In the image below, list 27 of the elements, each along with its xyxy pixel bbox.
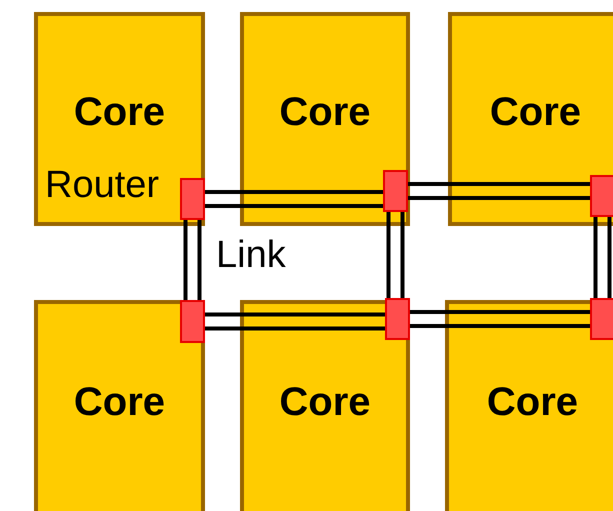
router-box [590, 298, 613, 340]
core-box [445, 300, 613, 511]
core-box [34, 12, 205, 226]
core-box [448, 12, 613, 226]
router-box [590, 175, 613, 217]
core-label: Core [490, 92, 582, 132]
core-label: Core [74, 382, 166, 422]
link-line [408, 310, 592, 328]
core-label: Core [279, 382, 371, 422]
router-box [383, 170, 408, 212]
core-box [240, 300, 410, 511]
text-label: Link [216, 236, 286, 274]
link-line [203, 312, 387, 330]
core-box [240, 12, 410, 226]
core-label: Core [74, 92, 166, 132]
router-box [180, 178, 205, 220]
link-line [386, 210, 404, 300]
core-label: Core [279, 92, 371, 132]
link-line [184, 218, 202, 302]
core-box [34, 300, 205, 511]
link-line [594, 215, 612, 300]
link-line [406, 182, 592, 200]
core-label: Core [486, 382, 578, 422]
router-box [385, 298, 410, 340]
router-box [180, 300, 205, 343]
link-line [203, 190, 385, 208]
text-label: Router [45, 166, 160, 204]
